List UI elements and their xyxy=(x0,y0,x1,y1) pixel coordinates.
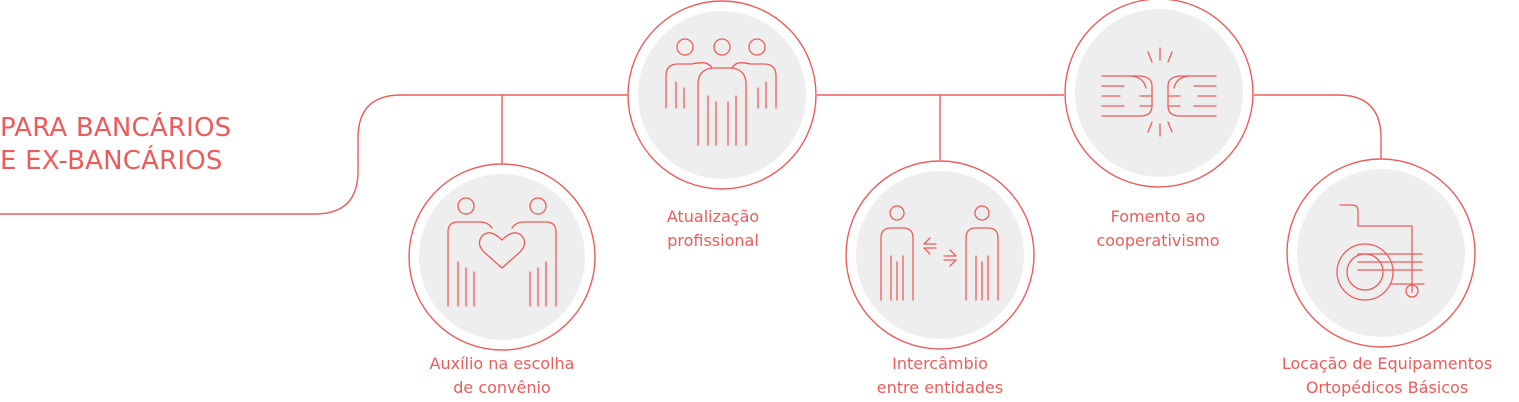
label-item-5-line-2: Ortopédicos Básicos xyxy=(1305,378,1469,397)
label-item-1-line-1: Auxílio na escolha xyxy=(429,354,575,373)
couple-heart-icon xyxy=(447,197,557,307)
connector-top-4-5 xyxy=(1254,94,1382,160)
label-item-2-line-2: profissional xyxy=(667,231,759,250)
label-item-2: Atualização profissional xyxy=(667,205,759,253)
circle-item-1 xyxy=(408,163,596,351)
circle-item-5 xyxy=(1286,158,1476,348)
title-line-1: PARA BANCÁRIOS xyxy=(0,113,232,143)
wheelchair-icon xyxy=(1336,204,1425,301)
label-item-4: Fomento ao cooperativismo xyxy=(1096,205,1219,253)
label-item-4-line-1: Fomento ao xyxy=(1110,207,1206,226)
label-item-5-line-1: Locação de Equipamentos xyxy=(1281,354,1493,373)
label-item-3-line-2: entre entidades xyxy=(876,378,1004,397)
title-line-2: E EX-BANCÁRIOS xyxy=(0,146,223,176)
circle-item-2 xyxy=(627,0,817,190)
circle-item-4 xyxy=(1064,0,1254,188)
page-title: PARA BANCÁRIOS E EX-BANCÁRIOS xyxy=(0,112,231,178)
label-item-1: Auxílio na escolha de convênio xyxy=(430,352,575,400)
exchange-people-icon xyxy=(880,205,999,301)
fist-bump-icon xyxy=(1101,47,1217,137)
three-people-icon xyxy=(665,38,777,146)
label-item-3-line-1: Intercâmbio xyxy=(892,354,988,373)
circle-item-3 xyxy=(845,160,1035,350)
label-item-1-line-2: de convênio xyxy=(453,378,551,397)
connector-main xyxy=(0,94,628,215)
label-item-4-line-2: cooperativismo xyxy=(1096,231,1220,250)
label-item-3: Intercâmbio entre entidades xyxy=(877,352,1003,400)
label-item-2-line-1: Atualização xyxy=(666,207,760,226)
label-item-5: Locação de Equipamentos Ortopédicos Bási… xyxy=(1282,352,1492,400)
